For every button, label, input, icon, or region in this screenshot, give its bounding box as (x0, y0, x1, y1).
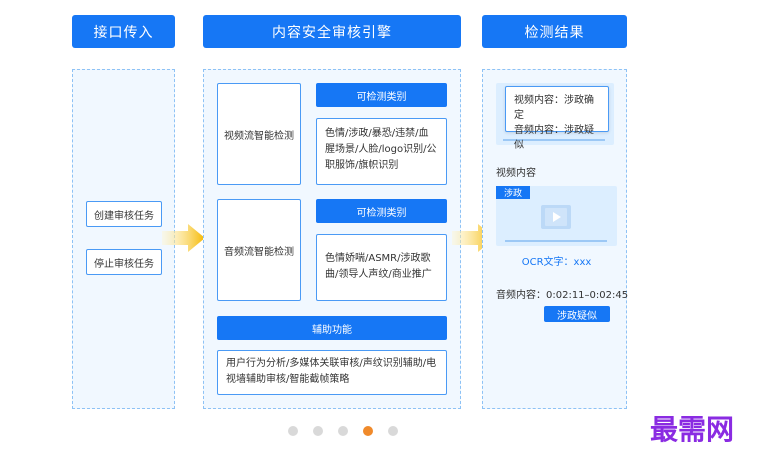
pagination-dot[interactable] (338, 426, 348, 436)
pagination-dot[interactable] (313, 426, 323, 436)
create-task-button[interactable]: 创建审核任务 (86, 201, 162, 227)
audio-content-line: 音频内容：0:02:11–0:02:45 (496, 290, 629, 301)
result-popup: 视频内容：涉政确定 音频内容：涉政疑似 (505, 86, 609, 151)
audio-category-list: 色情娇喘/ASMR/涉政歌曲/领导人声纹/商业推广 (316, 234, 447, 301)
video-content-title: 视频内容 (496, 168, 536, 179)
watermark-text: 最需网 (650, 413, 735, 446)
pagination (288, 426, 400, 436)
popup-video-line: 视频内容：涉政确定 (514, 95, 594, 121)
video-violation-tag: 涉政 (496, 186, 530, 199)
aux-function-title: 辅助功能 (217, 316, 447, 340)
input-panel (72, 69, 175, 409)
video-category-title: 可检测类别 (316, 83, 447, 107)
flow-arrow-icon (162, 224, 205, 252)
header-result: 检测结果 (482, 15, 627, 48)
audio-category-title: 可检测类别 (316, 199, 447, 223)
header-engine: 内容安全审核引擎 (203, 15, 461, 48)
result-preview-progress (503, 139, 605, 141)
popup-audio-line: 音频内容：涉政疑似 (514, 125, 594, 151)
video-category-list: 色情/涉政/暴恐/违禁/血腥场景/人脸/logo识别/公职服饰/旗帜识别 (316, 118, 447, 185)
audio-violation-tag: 涉政疑似 (544, 306, 610, 322)
pagination-dot[interactable] (388, 426, 398, 436)
video-detection-label: 视频流智能检测 (217, 83, 301, 185)
audio-detection-label: 音频流智能检测 (217, 199, 301, 301)
play-icon (541, 205, 571, 229)
header-input: 接口传入 (72, 15, 175, 48)
pagination-dot-active[interactable] (363, 426, 373, 436)
ocr-text: OCR文字：xxx (521, 257, 592, 268)
video-progress-bar (505, 240, 607, 242)
pagination-dot[interactable] (288, 426, 298, 436)
stop-task-button[interactable]: 停止审核任务 (86, 249, 162, 275)
aux-function-list: 用户行为分析/多媒体关联审核/声纹识别辅助/电视墙辅助审核/智能截帧策略 (217, 350, 447, 395)
